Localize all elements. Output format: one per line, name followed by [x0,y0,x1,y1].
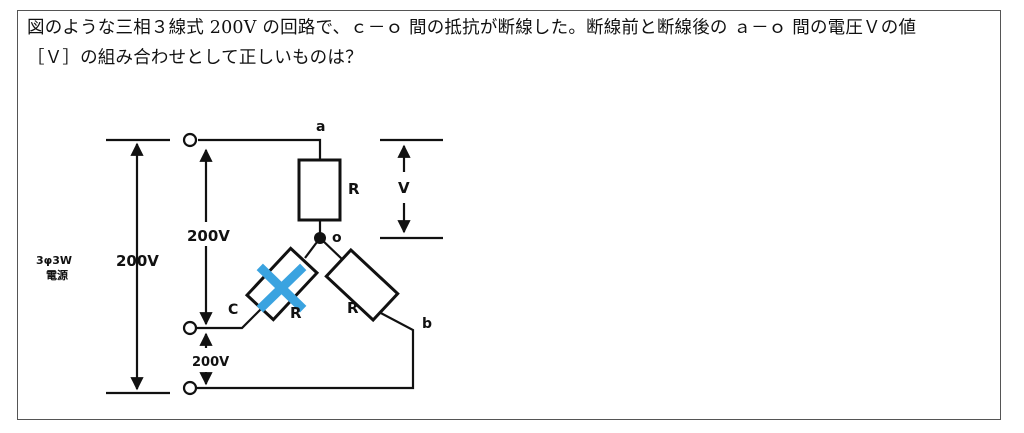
resistor-a [297,158,342,222]
resistor-c-label: R [290,304,302,322]
wire-b [196,309,415,390]
node-o-label: o [332,230,342,246]
terminal-c [182,320,198,336]
node-c-label: C [228,302,238,318]
wire-c [197,307,263,330]
node-b-label: b [422,316,432,332]
resistor-b [324,247,400,323]
source-label-line2: 電源 [46,268,68,282]
resistor-a-label: R [348,180,360,198]
question-frame [17,10,1001,420]
source-label-line1: 3φ3W [36,254,72,267]
circuit-wires [196,138,415,390]
terminal-a [182,132,198,148]
terminal-b [182,380,198,396]
question-line-2: ［Ｖ］の組み合わせとして正しいものは？ [27,48,363,68]
total-voltage-label: 200V [116,252,159,270]
node-a-label: a [316,119,325,135]
wire-a [198,138,322,160]
broken-x-mark [256,263,307,313]
total-voltage-arrow [106,138,170,395]
node-o-dot [314,232,326,244]
question-text: 図のような三相３線式 200V の回路で、ｃ－ｏ 間の抵抗が断線した。断線前と断… [27,13,999,73]
voltage-ac-label: 200V [187,227,230,245]
question-line-1: 図のような三相３線式 200V の回路で、ｃ－ｏ 間の抵抗が断線した。断線前と断… [27,18,917,38]
measured-voltage-arrow [380,138,443,240]
voltage-cb-label: 200V [192,355,229,370]
resistor-b-label: R [347,299,359,317]
measured-voltage-label: V [398,179,410,197]
